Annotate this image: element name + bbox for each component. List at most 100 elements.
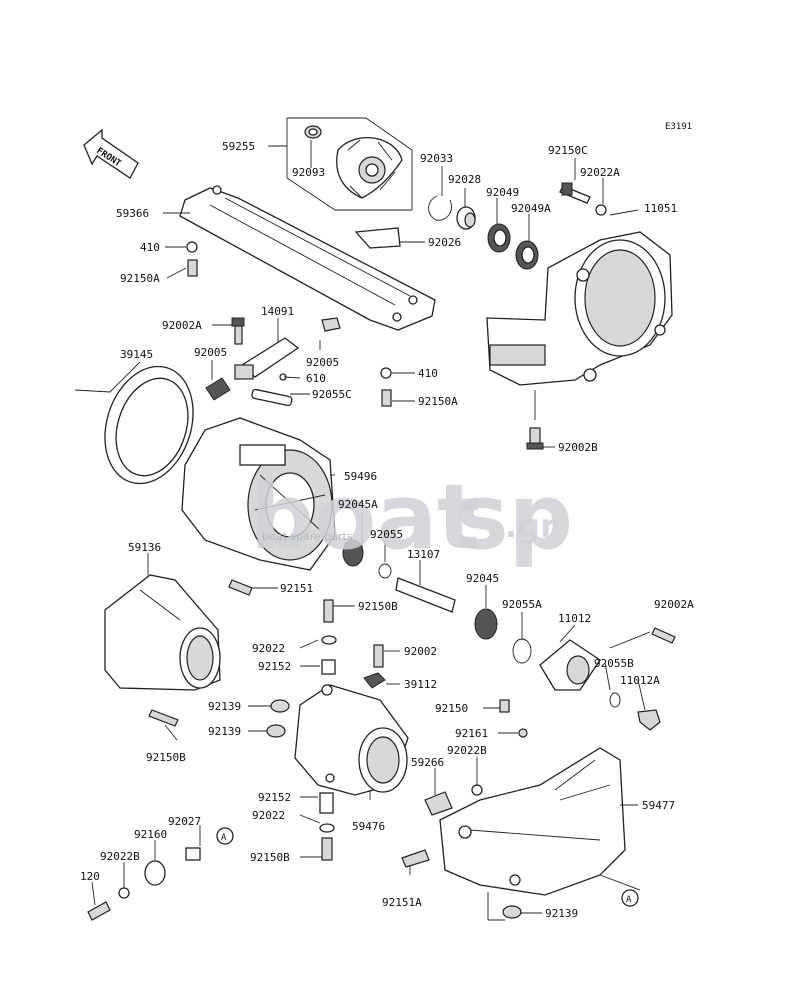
- label-92049A: 92049A: [511, 202, 551, 215]
- bolt-92002: [373, 644, 384, 668]
- label-92002B: 92002B: [558, 441, 598, 454]
- label-92045: 92045: [466, 572, 499, 585]
- label-92022B-right: 92022B: [447, 744, 487, 757]
- label-92022-b: 92022: [252, 809, 285, 822]
- bolt-92002B: [526, 427, 544, 450]
- fitting-14091: [234, 317, 341, 381]
- label-610: 610: [306, 372, 326, 385]
- svg-text:A: A: [221, 833, 227, 843]
- label-59496: 59496: [344, 470, 377, 483]
- label-92002A-left: 92002A: [162, 319, 202, 332]
- label-92033: 92033: [420, 152, 453, 165]
- label-92045A: 92045A: [338, 498, 378, 511]
- label-92027: 92027: [168, 815, 201, 828]
- label-92150A-mid: 92150A: [418, 395, 458, 408]
- front-arrow-icon: FRONT: [83, 128, 139, 179]
- label-92161: 92161: [455, 727, 488, 740]
- label-92005-left: 92005: [194, 346, 227, 359]
- svg-text:boat spare parts: boat spare parts: [262, 530, 353, 543]
- label-92055: 92055: [370, 528, 403, 541]
- bolt-92150: [499, 699, 510, 713]
- pump-body: [181, 417, 336, 571]
- bolt-92150A-mid: [380, 367, 392, 407]
- bearing-92045A: [342, 539, 364, 567]
- o-ring-92055: [378, 563, 392, 579]
- label-92150A-top: 92150A: [120, 272, 160, 285]
- label-59477: 59477: [642, 799, 675, 812]
- label-14091: 14091: [261, 305, 294, 318]
- label-92049: 92049: [486, 186, 519, 199]
- pump-plate: [179, 185, 436, 331]
- label-59136: 59136: [128, 541, 161, 554]
- gasket-92055C: [251, 388, 293, 407]
- cap-11012A: [637, 709, 661, 731]
- collar-92152-b: [319, 792, 334, 814]
- collar-92152-a: [321, 659, 336, 675]
- bolt-92150A-top: [186, 241, 198, 277]
- label-92150C: 92150C: [548, 144, 588, 157]
- label-39112: 39112: [404, 678, 437, 691]
- cap-11012: [539, 639, 601, 691]
- washer-92022-b: [319, 823, 335, 833]
- label-11012: 11012: [558, 612, 591, 625]
- bolt-92150B-a: [323, 599, 334, 623]
- pump-case: [486, 231, 673, 386]
- bolt-92150B-c: [321, 837, 333, 861]
- label-92026: 92026: [428, 236, 461, 249]
- part-labels: 59255 92093 92033 92028 92049 92049A 921…: [80, 140, 694, 920]
- label-92151A: 92151A: [382, 896, 422, 909]
- bolt-120: [87, 901, 111, 921]
- svg-text:sp: sp: [455, 465, 573, 570]
- label-92150B-a: 92150B: [358, 600, 398, 613]
- bushing-92139-c: [502, 905, 522, 919]
- washer-92022B-right: [471, 784, 483, 796]
- label-92150B-b: 92150B: [146, 751, 186, 764]
- label-92151: 92151: [280, 582, 313, 595]
- label-39145: 39145: [120, 348, 153, 361]
- label-92028: 92028: [448, 173, 481, 186]
- leader-lines: [74, 140, 651, 921]
- label-92139-c: 92139: [545, 907, 578, 920]
- nozzle-92005: [205, 377, 231, 401]
- grate-plate: [354, 227, 401, 249]
- fitting-59266: [424, 791, 453, 816]
- label-92150B-c: 92150B: [250, 851, 290, 864]
- label-92139-a: 92139: [208, 700, 241, 713]
- bolt-92002A-right: [651, 627, 676, 644]
- venturi-59136: [104, 574, 221, 691]
- label-92022B-left: 92022B: [100, 850, 140, 863]
- collar-92160: [144, 860, 166, 886]
- bushing-92139-b: [266, 724, 286, 738]
- svg-text:A: A: [626, 895, 632, 905]
- label-92055B: 92055B: [594, 657, 634, 670]
- label-120: 120: [80, 870, 100, 883]
- ref-marker-a-right: A: [621, 889, 639, 907]
- label-92152-b: 92152: [258, 791, 291, 804]
- label-11012A: 11012A: [620, 674, 660, 687]
- impeller: [286, 117, 413, 211]
- ref-marker-a-left: A: [216, 827, 234, 845]
- reverse-bucket-59477: [439, 747, 626, 896]
- svg-text:.gr: .gr: [505, 507, 556, 545]
- label-92160: 92160: [134, 828, 167, 841]
- label-92055C: 92055C: [312, 388, 352, 401]
- label-92139-b: 92139: [208, 725, 241, 738]
- washer-92022B-left: [118, 887, 130, 899]
- label-92152-a: 92152: [258, 660, 291, 673]
- label-92005-right: 92005: [306, 356, 339, 369]
- seal-stack: [428, 195, 539, 270]
- label-410-mid: 410: [418, 367, 438, 380]
- label-92002A-right: 92002A: [654, 598, 694, 611]
- label-59476: 59476: [352, 820, 385, 833]
- arm-39112: [363, 672, 386, 689]
- bolt-92150B-left: [148, 709, 179, 727]
- label-92093: 92093: [292, 166, 325, 179]
- bolt-92150C: [559, 182, 607, 216]
- bushing-92139-a: [270, 699, 290, 713]
- shaft-13107: [395, 577, 456, 613]
- label-59255: 59255: [222, 140, 255, 153]
- label-59366: 59366: [116, 207, 149, 220]
- label-92022A: 92022A: [580, 166, 620, 179]
- label-11051: 11051: [644, 202, 677, 215]
